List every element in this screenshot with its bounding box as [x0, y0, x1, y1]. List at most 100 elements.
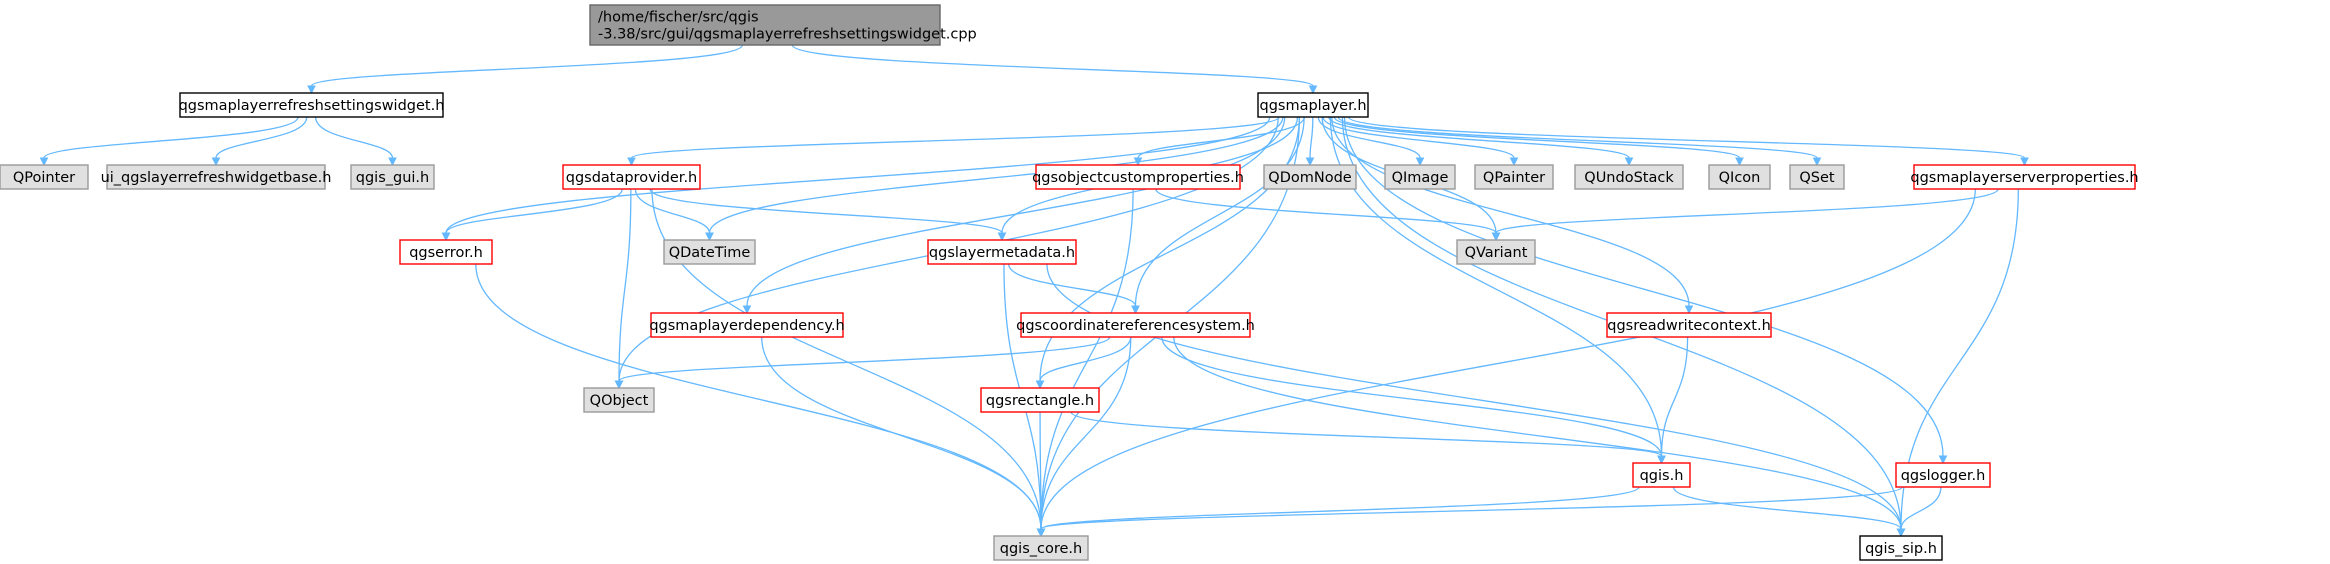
node-crs[interactable]: qgscoordinatereferencesystem.h [1016, 312, 1255, 338]
node-cpp[interactable]: /home/fischer/src/qgis-3.38/src/gui/qgsm… [589, 4, 977, 46]
node-maplayer[interactable]: qgsmaplayer.h [1257, 92, 1369, 118]
node-qundostack[interactable]: QUndoStack [1574, 164, 1684, 190]
edge-qgish-to-qgiscore [1036, 486, 1640, 538]
node-qgish[interactable]: qgis.h [1632, 462, 1691, 488]
edge-line [1046, 263, 1902, 530]
node-serverprops[interactable]: qgsmaplayerserverproperties.h [1910, 164, 2139, 190]
arrowhead-icon [1305, 157, 1315, 167]
edge-line [618, 336, 1111, 382]
node-label: qgsreadwritecontext.h [1607, 318, 1771, 334]
node-dataprovider[interactable]: qgsdataprovider.h [562, 164, 701, 190]
edge-line [634, 188, 711, 234]
node-qvariant[interactable]: QVariant [1456, 239, 1536, 265]
node-box [1789, 164, 1845, 190]
edge-dataprovider-to-qgserror [441, 188, 623, 242]
edge-maplayer-to-qset [1337, 116, 1822, 167]
edge-maplayer-to-qdomnode [1305, 116, 1315, 167]
edge-crs-to-rectangle [1035, 336, 1132, 390]
edge-maplayer-to-qicon [1333, 116, 1744, 167]
node-dependency[interactable]: qgsmaplayerdependency.h [649, 312, 845, 338]
node-box [1606, 312, 1772, 338]
edge-line [1347, 116, 2026, 159]
arrowhead-icon [1896, 528, 1906, 538]
edge-dataprovider-to-layermeta [649, 188, 1007, 242]
edge-line [1173, 336, 1902, 530]
edge-qgserror-to-qgiscore [475, 263, 1046, 538]
node-label: qgis.h [1640, 468, 1684, 484]
node-qimage[interactable]: QImage [1384, 164, 1456, 190]
edge-maplayer-to-objcustom [1133, 116, 1305, 167]
node-qdomnode[interactable]: QDomNode [1263, 164, 1357, 190]
arrowhead-icon [1735, 157, 1744, 167]
node-rectangle[interactable]: qgsrectangle.h [980, 387, 1100, 413]
node-qobject[interactable]: QObject [583, 387, 655, 413]
node-readwrite[interactable]: qgsreadwritecontext.h [1606, 312, 1772, 338]
node-label: qgsdataprovider.h [566, 170, 698, 186]
edge-line [445, 188, 623, 234]
node-box [1895, 462, 1991, 488]
node-label: qgscoordinatereferencesystem.h [1016, 318, 1255, 334]
edge-logger-to-qgissip [1896, 486, 1942, 538]
edge-maplayer-to-logger [1343, 116, 1948, 465]
node-objcustom[interactable]: qgsobjectcustomproperties.h [1032, 164, 1244, 190]
edge-line [310, 44, 743, 87]
node-label: qgsmaplayerrefreshsettingswidget.h [179, 98, 445, 114]
arrowhead-icon [39, 157, 49, 167]
edge-line [1495, 188, 1999, 234]
arrowhead-icon [1509, 157, 1519, 167]
arrowhead-icon [614, 380, 624, 390]
node-qpainter[interactable]: QPainter [1474, 164, 1554, 190]
edge-line [1660, 336, 1689, 457]
arrowhead-icon [997, 232, 1007, 242]
node-box [1257, 92, 1369, 118]
node-qicon[interactable]: QIcon [1708, 164, 1771, 190]
arrowhead-icon [388, 157, 397, 167]
node-box [562, 164, 701, 190]
edge-cpp-to-widgeth [307, 44, 743, 95]
edge-widgeth-to-qpointer [39, 116, 299, 167]
node-label: qgis_core.h [1000, 541, 1082, 557]
node-qpointer[interactable]: QPointer [0, 164, 89, 190]
edge-crs-to-qgish [1161, 336, 1666, 465]
node-label: ui_qgslayerrefreshwidgetbase.h [101, 170, 332, 186]
node-box [1913, 164, 2136, 190]
edge-line [1137, 116, 1305, 159]
edge-dependency-to-qgiscore [761, 336, 1046, 538]
node-label: qgsmaplayerdependency.h [649, 318, 844, 334]
node-label: qgslogger.h [1901, 468, 1986, 484]
node-qdatetime[interactable]: QDateTime [663, 239, 756, 265]
edge-maplayer-to-crs [1131, 116, 1305, 315]
node-box [663, 239, 756, 265]
arrowhead-icon [1308, 85, 1318, 95]
node-label: qgsmaplayerserverproperties.h [1910, 170, 2138, 186]
node-layermeta[interactable]: qgslayermetadata.h [927, 239, 1077, 265]
node-uiwidget[interactable]: ui_qgslayerrefreshwidgetbase.h [101, 164, 332, 190]
node-qgissip[interactable]: qgis_sip.h [1859, 535, 1943, 561]
edge-line [215, 116, 308, 159]
edge-line [1134, 116, 1305, 307]
edge-maplayer-to-qundostack [1328, 116, 1634, 167]
node-logger[interactable]: qgslogger.h [1895, 462, 1991, 488]
node-label: QPointer [13, 170, 75, 186]
node-box [650, 312, 844, 338]
edge-line [791, 44, 1314, 87]
node-qgiscore[interactable]: qgis_core.h [993, 535, 1089, 561]
edge-line [649, 188, 1003, 234]
node-qgisgui[interactable]: qgis_gui.h [350, 164, 435, 190]
edge-line [1331, 116, 1690, 307]
edge-line [1070, 411, 1663, 457]
edge-line [1333, 116, 1741, 159]
node-label: QIcon [1719, 170, 1761, 186]
nodes-layer: /home/fischer/src/qgis-3.38/src/gui/qgsm… [0, 4, 2139, 561]
node-label: qgsobjectcustomproperties.h [1032, 170, 1244, 186]
node-box [589, 4, 941, 46]
node-qset[interactable]: QSet [1789, 164, 1845, 190]
node-box [1456, 239, 1536, 265]
edge-line [1672, 486, 1902, 530]
node-widgeth[interactable]: qgsmaplayerrefreshsettingswidget.h [179, 92, 445, 118]
edge-maplayer-to-readwrite [1331, 116, 1694, 315]
arrowhead-icon [1812, 157, 1822, 167]
node-box [1035, 164, 1241, 190]
edge-layermeta-to-crs [1008, 263, 1140, 315]
node-qgserror[interactable]: qgserror.h [399, 239, 493, 265]
